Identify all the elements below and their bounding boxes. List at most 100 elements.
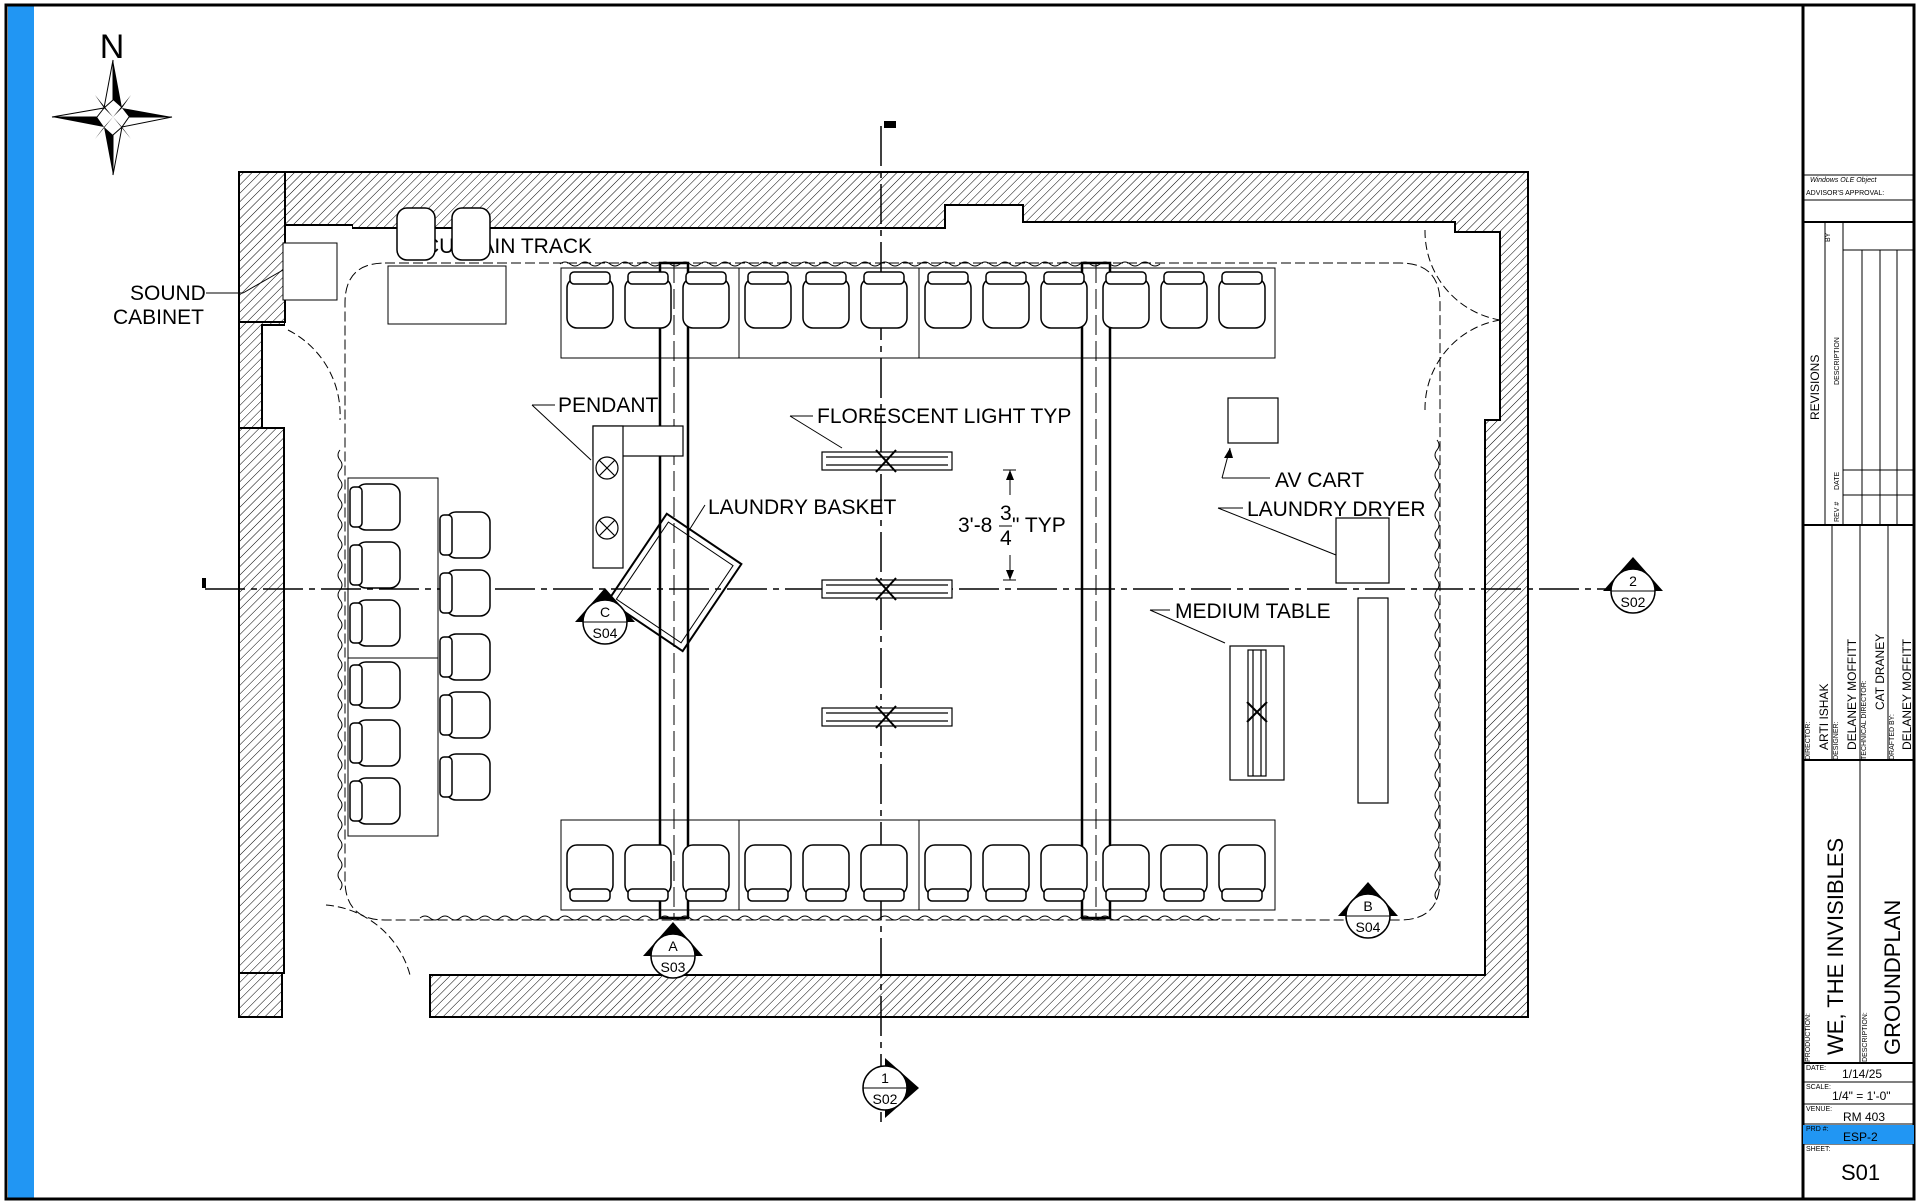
svg-text:4: 4 (1000, 527, 1012, 550)
section-letter: 2 (1629, 573, 1637, 589)
chair (624, 271, 672, 329)
laundry-dryer (1335, 517, 1390, 584)
florescent-light-label: FLORESCENT LIGHT TYP (789, 405, 1071, 449)
revisions-block: REVISIONS DESCRIPTION DATE REV # BY (1808, 232, 1841, 522)
svg-text:DELANEY MOFFITT: DELANEY MOFFITT (1845, 638, 1859, 750)
svg-text:FLORESCENT LIGHT TYP: FLORESCENT LIGHT TYP (817, 405, 1071, 428)
chair (439, 511, 491, 559)
svg-text:BY: BY (1825, 232, 1832, 242)
chair (1040, 844, 1088, 902)
chair (744, 271, 792, 329)
pendant-fixture (592, 425, 684, 569)
svg-text:LAUNDRY BASKET: LAUNDRY BASKET (708, 496, 896, 519)
stage-floor-outline (344, 262, 1441, 921)
credits-block: DIRECTOR: ARTI ISHAK DESIGNER: DELANEY M… (1805, 634, 1914, 760)
svg-text:SHEET:: SHEET: (1806, 1146, 1831, 1153)
chair (744, 844, 792, 902)
light-x-marks (875, 449, 897, 729)
chair (1102, 844, 1150, 902)
sound-cabinet-label: SOUND CABINET (113, 269, 284, 329)
sheet-info-block: DATE: 1/14/25 SCALE: 1/4" = 1'-0" VENUE:… (1806, 1065, 1891, 1185)
laundry-basket-label: LAUNDRY BASKET (687, 496, 896, 533)
section-sheet: S04 (1356, 919, 1381, 935)
chair (349, 599, 401, 647)
svg-text:DIRECTOR:: DIRECTOR: (1805, 722, 1812, 760)
svg-text:DESIGNER:: DESIGNER: (1833, 721, 1840, 760)
chair (682, 271, 730, 329)
sheet-border (4, 3, 1916, 1201)
laundry-basket (606, 512, 743, 653)
curtain-left (337, 449, 343, 891)
medium-table (1229, 645, 1285, 781)
chair (924, 844, 972, 902)
chair (1102, 271, 1150, 329)
svg-text:S01: S01 (1841, 1160, 1880, 1185)
sound-cabinet (282, 242, 338, 301)
chair (1218, 844, 1266, 902)
svg-text:VENUE:: VENUE: (1806, 1106, 1832, 1113)
chair (566, 844, 614, 902)
svg-text:LAUNDRY DRYER: LAUNDRY DRYER (1247, 498, 1426, 521)
chair (982, 271, 1030, 329)
svg-text:ESP-2: ESP-2 (1843, 1130, 1878, 1144)
svg-text:CABINET: CABINET (113, 306, 204, 329)
dimension-marker: 3'-8 3 4 " TYP (958, 469, 1066, 581)
svg-text:DATE: DATE (1834, 472, 1841, 490)
svg-text:GROUNDPLAN: GROUNDPLAN (1880, 900, 1905, 1055)
svg-text:1/4" = 1'-0": 1/4" = 1'-0" (1832, 1089, 1891, 1103)
section-sheet: S02 (1621, 594, 1646, 610)
chair (439, 691, 491, 739)
section-letter: A (668, 938, 678, 954)
svg-text:1/14/25: 1/14/25 (1842, 1067, 1882, 1081)
curtain-top (559, 261, 1161, 267)
section-sheet: S04 (593, 625, 618, 641)
svg-text:RM 403: RM 403 (1843, 1110, 1885, 1124)
svg-text:DESCRIPTION:: DESCRIPTION: (1862, 1012, 1869, 1062)
laundry-dryer-label: LAUNDRY DRYER (1217, 498, 1426, 556)
room-walls (238, 171, 1529, 1018)
svg-text:ARTI ISHAK: ARTI ISHAK (1817, 684, 1831, 750)
curtain-right (1434, 439, 1440, 901)
section-letter: 1 (881, 1070, 889, 1086)
av-cart-label: AV CART (1221, 447, 1364, 492)
svg-text:DESCRIPTION: DESCRIPTION (1834, 337, 1841, 385)
chair (566, 271, 614, 329)
chair (439, 753, 491, 801)
chair (1160, 271, 1208, 329)
chair (624, 844, 672, 902)
svg-text:N: N (100, 28, 125, 66)
svg-text:DRAFTED BY:: DRAFTED BY: (1889, 714, 1896, 760)
chair (1040, 271, 1088, 329)
pendant-label: PENDANT (531, 394, 659, 461)
section-letter: C (600, 604, 610, 620)
chair (349, 661, 401, 709)
svg-text:SOUND: SOUND (130, 282, 206, 305)
svg-text:DELANEY MOFFITT: DELANEY MOFFITT (1900, 638, 1914, 750)
chair (1218, 271, 1266, 329)
chair (860, 844, 908, 902)
svg-text:3'-8: 3'-8 (958, 514, 992, 537)
chair (860, 271, 908, 329)
booth-chairs (396, 207, 491, 261)
chair (439, 633, 491, 681)
chair (349, 719, 401, 767)
chair (802, 844, 850, 902)
chair (682, 844, 730, 902)
audience-chairs (349, 271, 1266, 902)
chair (349, 777, 401, 825)
chair (802, 271, 850, 329)
curtain-track-label: CURTAIN TRACK (424, 235, 592, 258)
booth-desk (387, 265, 507, 325)
svg-text:AV CART: AV CART (1275, 469, 1364, 492)
svg-text:3: 3 (1000, 502, 1012, 525)
chair (439, 569, 491, 617)
chair (982, 844, 1030, 902)
svg-text:PENDANT: PENDANT (558, 394, 659, 417)
svg-text:DATE:: DATE: (1806, 1065, 1826, 1072)
